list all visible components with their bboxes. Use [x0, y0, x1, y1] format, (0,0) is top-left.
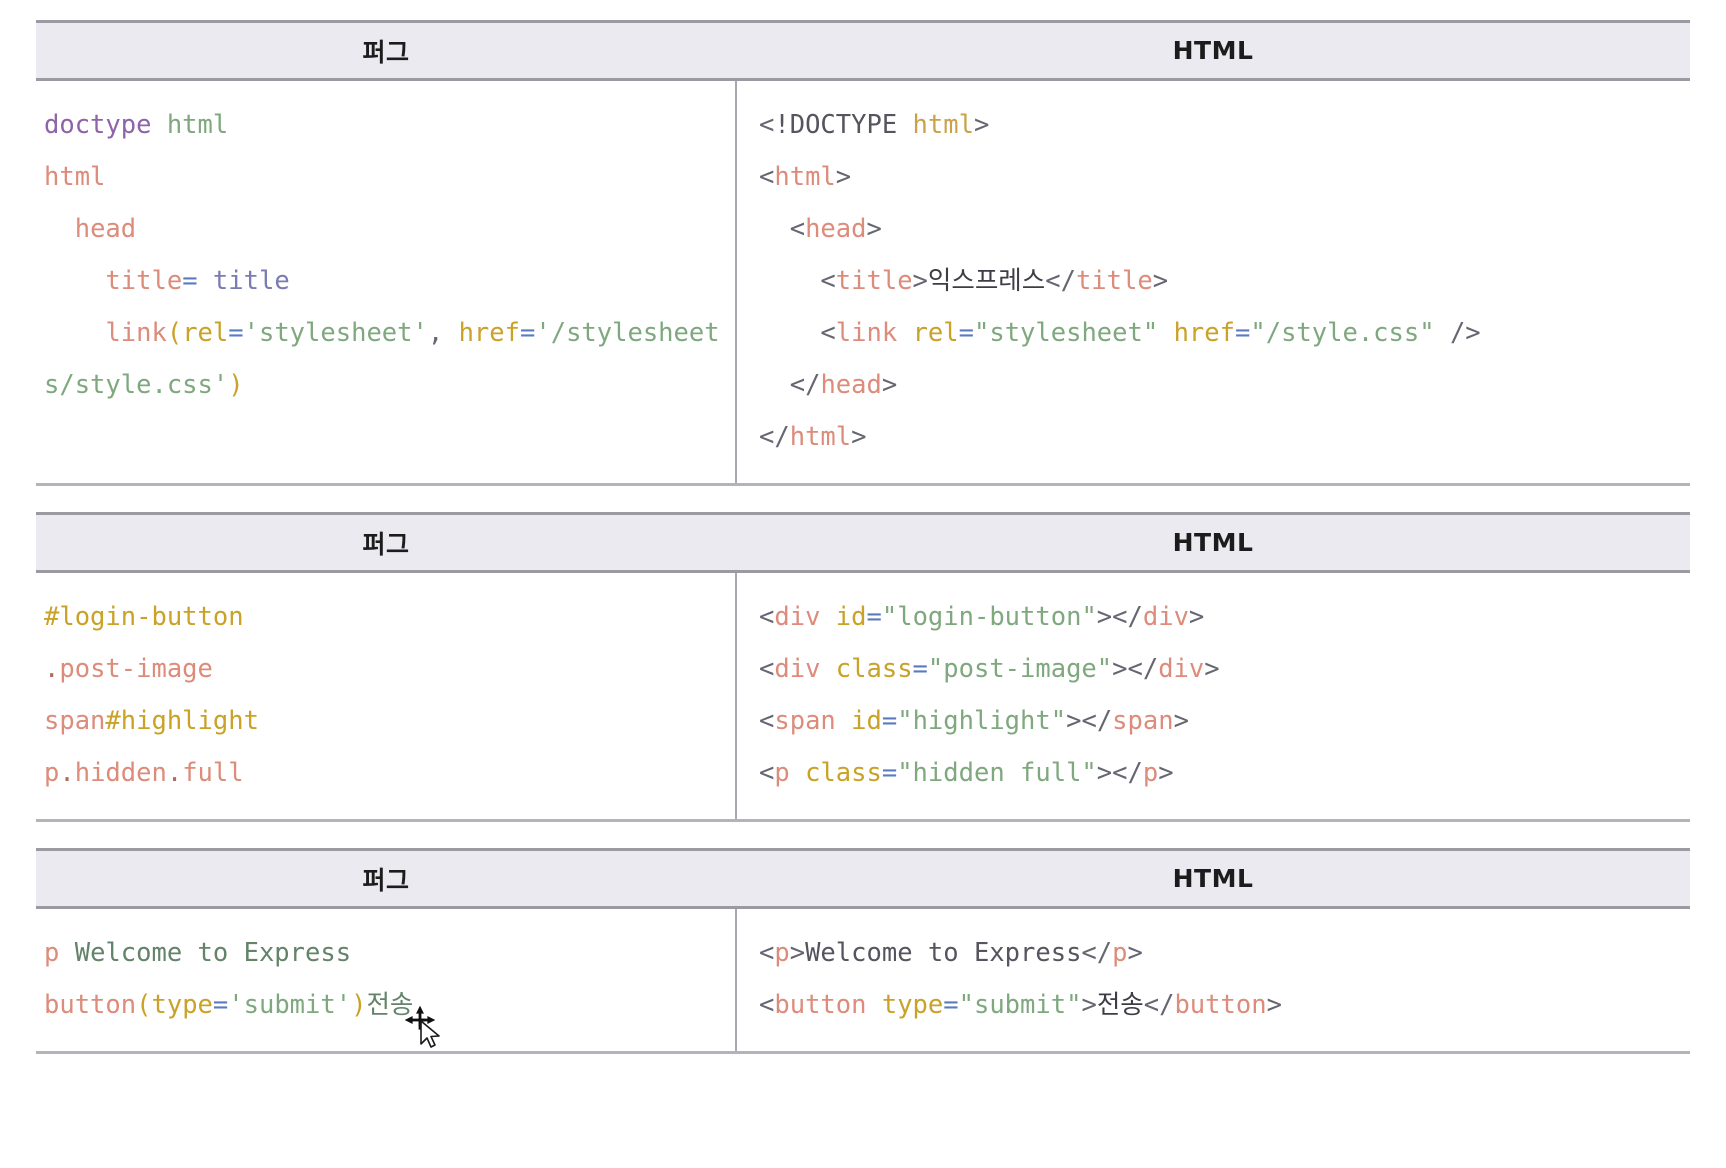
table-body-row: #login-button .post-image span#highlight p.…	[36, 571, 1690, 822]
table-header-row: 퍼그 HTML	[36, 20, 1690, 81]
pug-code-cell: p Welcome to Express button(type='submit'…	[36, 907, 737, 1054]
code-line: <button type="submit">전송</button>	[759, 990, 1282, 1020]
code-line: <span id="highlight"></span>	[759, 706, 1189, 736]
code-line: <html>	[759, 162, 852, 192]
column-header-html: HTML	[736, 848, 1690, 909]
code-line: </html>	[759, 422, 867, 452]
code-line: doctype html	[44, 110, 229, 140]
table-header-row: 퍼그 HTML	[36, 512, 1690, 573]
code-line: <p>Welcome to Express</p>	[759, 938, 1143, 968]
column-header-pug: 퍼그	[36, 512, 736, 573]
comparison-block-text: 퍼그 HTML p Welcome to Express button(type=…	[36, 848, 1690, 1054]
code-line: button(type='submit')전송	[44, 990, 414, 1020]
code-line: head	[74, 214, 137, 244]
code-line: <div id="login-button"></div>	[759, 602, 1205, 632]
code-line: </head>	[789, 370, 898, 400]
code-line: <head>	[789, 214, 882, 244]
column-header-html: HTML	[736, 20, 1690, 81]
html-code-cell: <p>Welcome to Express</p> <button type="s…	[736, 907, 1690, 1054]
html-code-block: <p>Welcome to Express</p> <button type="s…	[759, 927, 1680, 1031]
column-header-pug: 퍼그	[36, 20, 736, 81]
table-body-row: doctype html html head title= title link(…	[36, 79, 1690, 486]
comparison-table-text: 퍼그 HTML p Welcome to Express button(type=…	[36, 848, 1690, 1054]
pug-code-cell: #login-button .post-image span#highlight p.…	[36, 571, 737, 822]
code-line: p.hidden.full	[44, 758, 244, 788]
html-code-cell: <!DOCTYPE html> <html> <head> <title>익스프레…	[736, 79, 1690, 486]
comparison-table-selector: 퍼그 HTML #login-button .post-image span#hig…	[36, 512, 1690, 822]
comparison-block-doctype: 퍼그 HTML doctype html html head title= tit…	[36, 0, 1690, 486]
code-line: span#highlight	[44, 706, 259, 736]
pug-code-block: doctype html html head title= title link(…	[44, 99, 721, 411]
table-body-row: p Welcome to Express button(type='submit'…	[36, 907, 1690, 1054]
html-code-block: <!DOCTYPE html> <html> <head> <title>익스프레…	[759, 99, 1680, 463]
column-header-pug: 퍼그	[36, 848, 736, 909]
pug-code-block: p Welcome to Express button(type='submit'…	[44, 927, 721, 1031]
code-line: <div class="post-image"></div>	[759, 654, 1220, 684]
code-line: .post-image	[44, 654, 213, 684]
html-code-block: <div id="login-button"></div> <div class=…	[759, 591, 1680, 799]
table-header-row: 퍼그 HTML	[36, 848, 1690, 909]
comparison-block-selector: 퍼그 HTML #login-button .post-image span#hig…	[36, 512, 1690, 822]
html-code-cell: <div id="login-button"></div> <div class=…	[736, 571, 1690, 822]
comparison-table-doctype: 퍼그 HTML doctype html html head title= tit…	[36, 20, 1690, 486]
code-line: p Welcome to Express	[44, 938, 352, 968]
code-line: title= title	[105, 266, 290, 296]
code-line: <link rel="stylesheet" href="/style.css"…	[820, 318, 1481, 348]
code-line: #login-button	[44, 602, 244, 632]
pug-code-cell: doctype html html head title= title link(…	[36, 79, 737, 486]
code-line: link(rel='stylesheet', href='/stylesheet…	[44, 318, 720, 400]
code-line: <title>익스프레스</title>	[820, 266, 1169, 296]
pug-code-block: #login-button .post-image span#highlight p.…	[44, 591, 721, 799]
code-line: <p class="hidden full"></p>	[759, 758, 1174, 788]
column-header-html: HTML	[736, 512, 1690, 573]
code-line: html	[44, 162, 106, 192]
code-line: <!DOCTYPE html>	[759, 110, 990, 140]
